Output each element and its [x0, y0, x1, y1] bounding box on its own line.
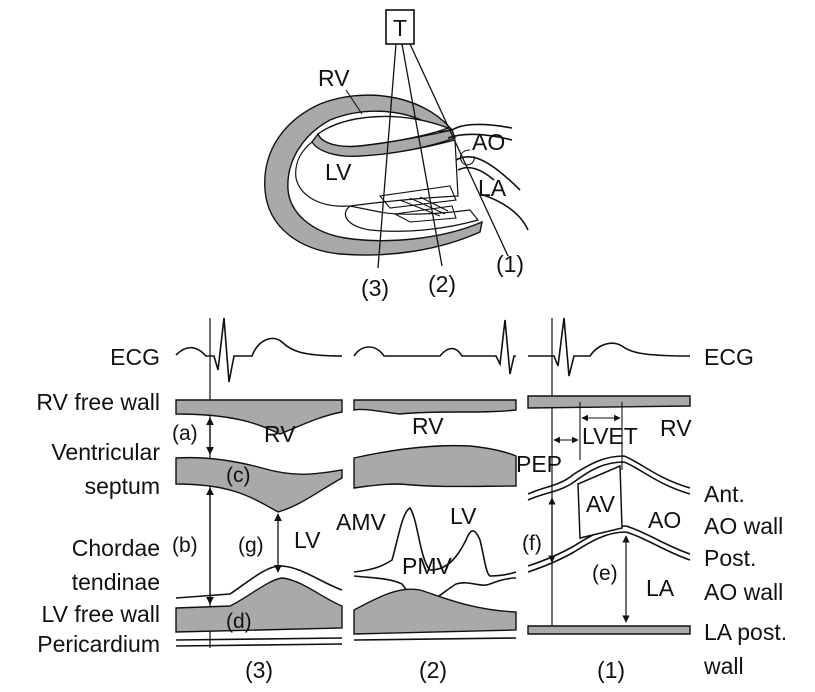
panel3-label-b: (b) — [172, 534, 198, 557]
beam-3-label: (3) — [361, 275, 389, 301]
heart-lv-label: LV — [325, 159, 352, 185]
panel2-pericardium — [353, 637, 517, 641]
panel3-pericardium-2 — [175, 643, 343, 647]
panel3-septum — [175, 456, 343, 513]
rv-leader — [345, 89, 363, 115]
ventricular-label: Ventricular — [51, 439, 160, 465]
lv-free-wall-label: LV free wall — [42, 601, 160, 627]
beam-2 — [401, 43, 443, 267]
aorta-upper-wall — [451, 123, 513, 131]
panel2-pmv-trace — [353, 575, 517, 605]
transducer-box — [385, 9, 415, 45]
heart-ao-label: AO — [472, 129, 505, 155]
beam-2-label: (2) — [428, 271, 456, 297]
panel2-rv-label: RV — [412, 413, 444, 439]
panel2-pmv-label: PMV — [402, 553, 453, 579]
post-ao-wall-label: AO wall — [704, 579, 783, 605]
panel1-ao-label: AO — [648, 507, 681, 533]
panel1-ant-ao-wall — [527, 455, 691, 495]
la-post-label: LA post. — [704, 619, 787, 645]
transducer-label: T — [393, 15, 407, 41]
panel1-rv-label: RV — [660, 415, 692, 441]
posterior-wall-inner — [344, 205, 480, 232]
mitral-leaflet-anterior — [378, 185, 457, 209]
ant-label: Ant. — [704, 481, 745, 507]
panel3-pericardium — [175, 637, 343, 641]
panel-3: (a) (b) (c) (d) (g) RV LV (3) — [172, 317, 343, 683]
panel3-rv-free-wall — [175, 399, 343, 435]
panel1-ant-ao-wall-2 — [527, 461, 691, 501]
panel3-caption: (3) — [245, 657, 273, 683]
heart-la-label: LA — [478, 175, 507, 201]
rv-free-wall-label: RV free wall — [36, 389, 160, 415]
beam-1-label: (1) — [496, 251, 524, 277]
lv-cavity — [295, 139, 459, 207]
panel2-septum — [353, 444, 517, 489]
beam-3 — [377, 43, 397, 269]
panel1-pep-label: PEP — [516, 451, 562, 477]
left-labels: ECG RV free wall Ventricular septum Chor… — [36, 344, 160, 657]
la-post-wall-label: wall — [703, 653, 744, 679]
aortic-valve — [459, 149, 475, 166]
post-label: Post. — [704, 545, 756, 571]
panel2-caption: (2) — [419, 657, 447, 683]
panel1-av-label: AV — [586, 491, 616, 517]
panel2-amv-trace — [353, 506, 517, 577]
panel2-lv-free-wall — [353, 588, 517, 635]
panel3-label-c: (c) — [226, 464, 251, 487]
panel1-la-label: LA — [646, 575, 675, 601]
panel2-rv-free-wall — [353, 399, 517, 415]
panel3-lv-label: LV — [294, 527, 321, 553]
panel3-label-g: (g) — [238, 534, 264, 557]
panel1-rv-free-wall — [527, 395, 691, 409]
right-labels: ECG Ant. AO wall Post. AO wall LA post. … — [703, 344, 787, 679]
panel3-lv-free-wall — [175, 577, 343, 633]
heart-outer-wall — [264, 94, 483, 256]
panel1-label-f: (f) — [522, 532, 542, 555]
aorta-lower-wall-2 — [457, 166, 495, 181]
left-ecg-label: ECG — [110, 344, 160, 370]
panel2-amv-label: AMV — [336, 509, 387, 535]
panel1-la-post-wall — [527, 625, 691, 635]
panel3-rv-label: RV — [264, 421, 296, 447]
right-ecg-label: ECG — [704, 344, 754, 370]
panel1-caption: (1) — [597, 657, 625, 683]
pericardium-label: Pericardium — [37, 631, 160, 657]
panel2-lv-label: LV — [450, 503, 477, 529]
panel1-label-e: (e) — [592, 562, 618, 585]
septum-label: septum — [85, 473, 160, 499]
panel-1: LVET RV PEP AV AO (f) (e) LA (1) — [516, 317, 692, 683]
tendinae-label: tendinae — [72, 569, 160, 595]
ant-ao-wall-label: AO wall — [704, 513, 783, 539]
panel3-label-a: (a) — [172, 422, 198, 445]
chordae-lines — [399, 196, 449, 217]
chordae-label: Chordae — [72, 535, 160, 561]
panel1-lvet-label: LVET — [582, 423, 638, 449]
panel1-ecg-trace — [528, 317, 691, 377]
panel-2: RV LV AMV PMV (2) — [336, 319, 517, 683]
panel2-ecg-trace — [353, 319, 516, 375]
panel3-ecg-trace — [175, 317, 343, 383]
heart-section: T RV LV AO LA (3) (2) (1) — [264, 9, 529, 301]
heart-rv-label: RV — [318, 65, 350, 91]
panel3-label-d: (d) — [226, 610, 252, 633]
aorta-lower-wall — [455, 156, 521, 191]
la-wall — [479, 193, 529, 231]
panel1-av-box — [577, 464, 623, 539]
beam-1 — [409, 43, 509, 257]
